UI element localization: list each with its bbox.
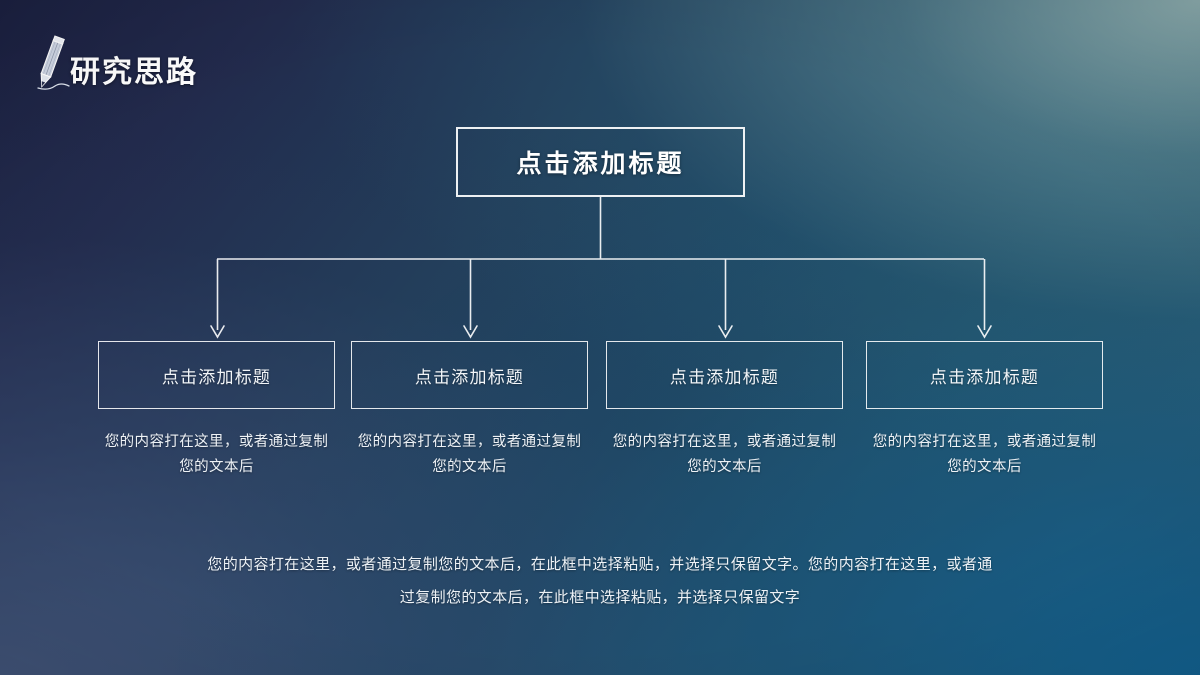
footer-note: 您的内容打在这里，或者通过复制您的文本后，在此框中选择粘贴，并选择只保留文字。您…	[207, 556, 993, 606]
arrowhead-1	[210, 325, 225, 339]
root-node-box[interactable]: 点击添加标题	[456, 127, 745, 197]
child-node-description-3: 您的内容打在这里，或者通过复制您的文本后	[612, 434, 837, 475]
child-node-description-2: 您的内容打在这里，或者通过复制您的文本后	[357, 434, 582, 475]
child-node-description-4: 您的内容打在这里，或者通过复制您的文本后	[872, 434, 1097, 475]
arrowhead-2	[463, 325, 478, 339]
arrowhead-4	[977, 325, 992, 339]
child-node-box-4[interactable]: 点击添加标题	[866, 341, 1103, 409]
child-node-box-2[interactable]: 点击添加标题	[351, 341, 588, 409]
child-node-label-3: 点击添加标题	[669, 367, 780, 387]
child-node-description-1: 您的内容打在这里，或者通过复制您的文本后	[104, 434, 329, 475]
child-node-label-2: 点击添加标题	[414, 367, 525, 387]
slide-header: 研究思路	[28, 30, 198, 94]
child-node-label-4: 点击添加标题	[929, 367, 1040, 387]
arrowhead-3	[718, 325, 733, 339]
page-title: 研究思路	[70, 56, 198, 89]
root-node-label: 点击添加标题	[516, 150, 685, 178]
child-node-box-1[interactable]: 点击添加标题	[98, 341, 335, 409]
child-node-box-3[interactable]: 点击添加标题	[606, 341, 843, 409]
pencil-icon	[37, 35, 70, 90]
child-node-label-1: 点击添加标题	[161, 367, 272, 387]
